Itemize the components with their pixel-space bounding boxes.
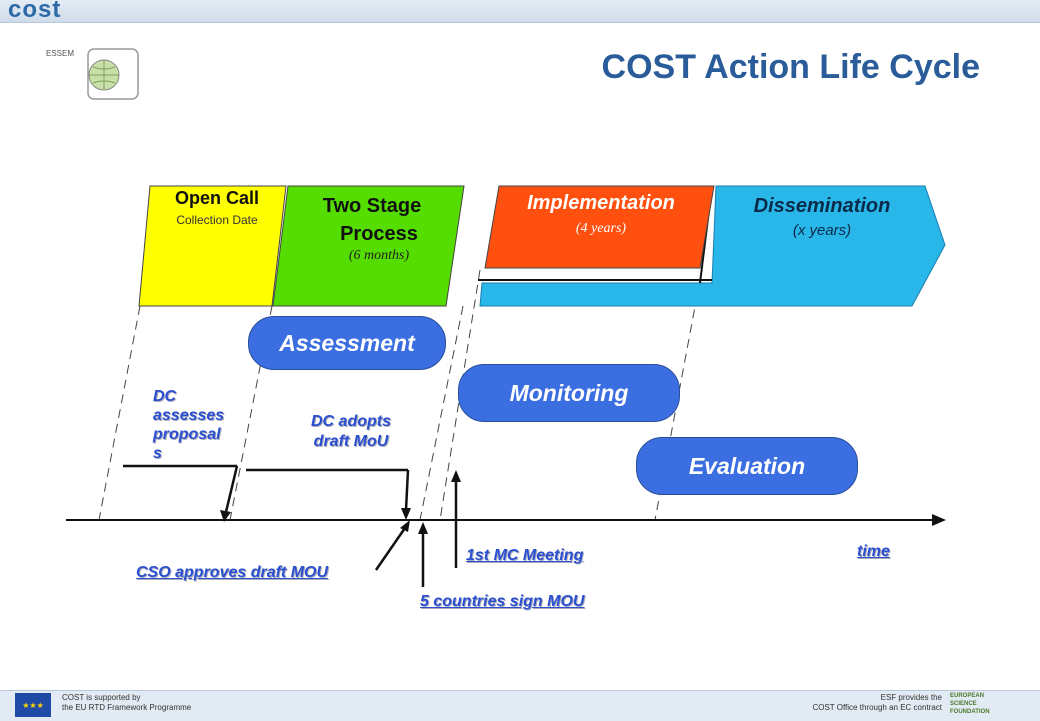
arrowhead	[401, 508, 411, 520]
two-stage-title-1: Two Stage	[322, 195, 422, 217]
footer-left-line1: COST is supported by	[62, 693, 141, 702]
open-call-phase	[138, 185, 287, 307]
implementation-subtitle: (4 years)	[575, 221, 627, 236]
esf-logo: EUROPEAN SCIENCE FOUNDATION	[950, 692, 1010, 718]
eu-flag-icon: ★★★	[15, 693, 51, 717]
two-stage-label: Two Stage Process (6 months)	[292, 192, 452, 264]
first-mc-label: 1st MC Meeting	[466, 547, 584, 564]
dc-adopts-label: DC adopts draft MoU	[296, 412, 406, 452]
footer-right-line1: ESF provides the	[880, 693, 942, 702]
time-label: time	[857, 543, 890, 560]
implementation-phase	[484, 185, 715, 269]
dc-assesses-line: DC	[153, 388, 177, 405]
connector-line	[404, 469, 410, 511]
arrowhead	[400, 520, 410, 532]
implementation-label: Implementation (4 years)	[498, 192, 704, 237]
two-stage-subtitle: (6 months)	[348, 248, 410, 263]
arrowhead	[220, 510, 231, 522]
footer-right-line2: COST Office through an EC contract	[812, 703, 942, 712]
dc-assesses-label: DC assesses proposal s	[153, 387, 224, 463]
esf-logo-line: EUROPEAN	[950, 693, 985, 699]
footer-right: ESF provides the COST Office through an …	[700, 693, 942, 713]
cost-logo: cost	[8, 0, 62, 23]
connector-line	[224, 465, 239, 513]
open-call-label: Open Call Collection Date	[150, 188, 284, 227]
two-stage-phase	[272, 185, 465, 307]
dc-adopts-line: DC adopts	[311, 413, 391, 430]
footer-left: COST is supported by the EU RTD Framewor…	[62, 693, 191, 713]
footer-left-line2: the EU RTD Framework Programme	[62, 703, 192, 712]
boundary-line	[419, 305, 464, 521]
arrowhead	[418, 522, 428, 534]
connector-line	[374, 527, 407, 571]
dissemination-subtitle: (x years)	[792, 222, 852, 239]
essem-label: ESSEM	[46, 49, 75, 58]
arrowhead	[451, 470, 461, 482]
dc-assesses-line: assesses	[153, 407, 225, 424]
esf-logo-line: SCIENCE	[950, 701, 977, 707]
essem-globe-icon	[87, 48, 139, 100]
footer-bar	[0, 690, 1040, 721]
open-call-title: Open Call	[174, 188, 259, 208]
dissemination-title: Dissemination	[753, 195, 891, 217]
dissemination-phase	[479, 185, 946, 307]
esf-logo-line: FOUNDATION	[950, 709, 990, 715]
dissemination-label: Dissemination (x years)	[722, 195, 922, 239]
time-axis-arrowhead	[932, 514, 946, 526]
monitoring-pill: Monitoring	[458, 364, 680, 422]
open-call-subtitle: Collection Date	[176, 213, 258, 227]
implementation-title: Implementation	[527, 192, 675, 214]
header-bar	[0, 0, 1040, 23]
countries-sign-label: 5 countries sign MOU	[420, 593, 585, 610]
evaluation-pill: Evaluation	[636, 437, 858, 495]
dc-adopts-line: draft MoU	[313, 433, 389, 450]
cso-approves-label: CSO approves draft MOU	[136, 564, 329, 581]
dc-assesses-line: s	[153, 445, 162, 462]
boundary-line	[98, 305, 141, 521]
page-title: COST Action Life Cycle	[601, 48, 980, 86]
two-stage-title-2: Process	[340, 223, 418, 245]
assessment-pill: Assessment	[248, 316, 446, 370]
dc-assesses-line: proposal	[153, 426, 221, 443]
